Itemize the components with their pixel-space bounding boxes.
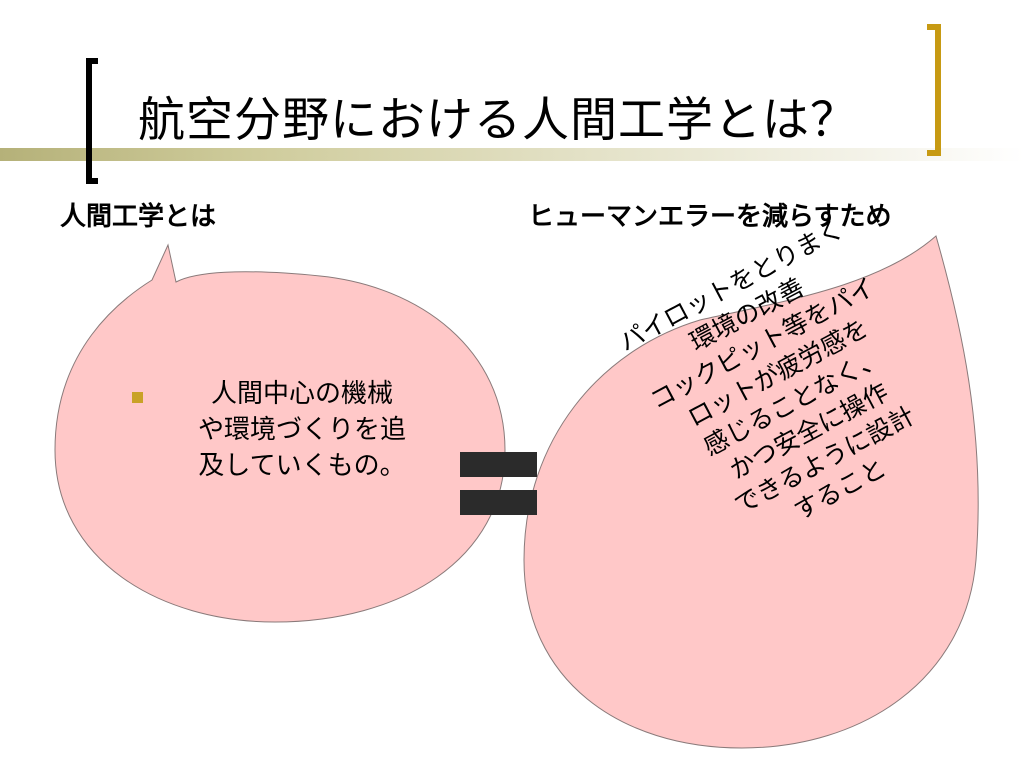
left-bubble-line: 及していくもの。 <box>198 451 406 481</box>
left-label: 人間工学とは <box>60 202 217 232</box>
equals-sign-icon <box>460 452 537 515</box>
right-bracket <box>927 24 941 156</box>
title-band <box>0 148 1024 161</box>
left-bubble-line: や環境づくりを追 <box>197 415 406 445</box>
left-bracket <box>86 58 98 184</box>
page-title: 航空分野における人間工学とは？ <box>138 93 858 148</box>
right-drop-bubble <box>523 235 979 749</box>
square-bullet-icon <box>132 392 143 403</box>
right-label: ヒューマンエラーを減らすため <box>528 202 892 232</box>
left-bubble-text: 人間中心の機械 や環境づくりを追 及していくもの。 <box>176 376 428 484</box>
left-bubble-line: 人間中心の機械 <box>210 379 393 409</box>
left-speech-bubble <box>54 243 506 623</box>
